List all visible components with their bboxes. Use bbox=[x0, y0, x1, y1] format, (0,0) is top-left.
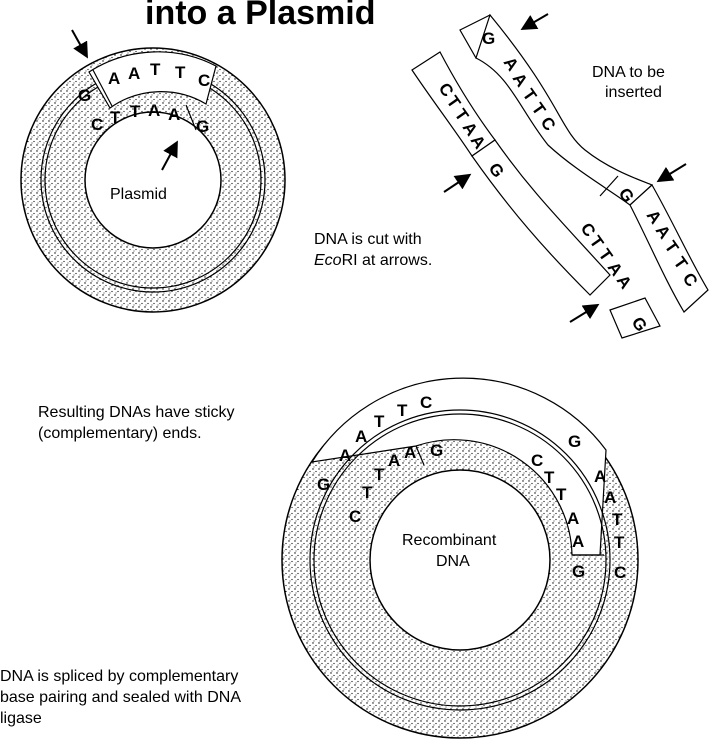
base-recomb-outer-a2: A bbox=[604, 488, 616, 507]
plasmid-label: Plasmid bbox=[110, 186, 167, 203]
insert-dna: G A A T T C G C T T A A G A A T T C C T … bbox=[412, 14, 708, 338]
base-recomb-right-a2: A bbox=[572, 532, 584, 551]
base-recomb-right-t2: T bbox=[556, 485, 567, 504]
cut-caption-line2: EcoRI at arrows. bbox=[314, 252, 432, 269]
base-plasmid-inner-t2: T bbox=[130, 102, 141, 121]
sticky-caption-line1: Resulting DNAs have sticky bbox=[38, 404, 235, 421]
base-recomb-outer-g: G bbox=[568, 432, 581, 451]
base-recomb-right-c: C bbox=[531, 451, 543, 470]
base-plasmid-inner-c: C bbox=[91, 115, 103, 134]
base-plasmid-t2: T bbox=[175, 63, 186, 82]
base-plasmid-c: C bbox=[198, 71, 210, 90]
base-recomb-top-a2: A bbox=[355, 427, 367, 446]
base-recomb-outer-a1: A bbox=[594, 467, 606, 486]
cut-arrow-icon bbox=[524, 14, 548, 28]
insert-label-line1: DNA to be bbox=[592, 64, 665, 81]
splice-caption-line3: ligase bbox=[0, 710, 42, 727]
cut-caption-enzyme-rest: RI at arrows. bbox=[342, 252, 433, 269]
recombinant-label-line2: DNA bbox=[436, 553, 470, 570]
base-plasmid-a1: A bbox=[108, 69, 120, 88]
base-recomb-right-t1: T bbox=[544, 468, 555, 487]
cut-arrow-icon bbox=[660, 164, 686, 180]
base-recomb-outer-c: C bbox=[614, 563, 626, 582]
base-plasmid-inner-a1: A bbox=[148, 101, 160, 120]
base-recomb-inner-a1: A bbox=[388, 451, 400, 470]
splice-caption-line1: DNA is spliced by complementary bbox=[0, 668, 238, 685]
sticky-caption-line2: (complementary) ends. bbox=[38, 425, 202, 442]
cut-caption-line1: DNA is cut with bbox=[314, 231, 422, 248]
base-recomb-left-g: G bbox=[317, 475, 330, 494]
base-recomb-right-g: G bbox=[572, 562, 585, 581]
base-recomb-right-a1: A bbox=[567, 509, 579, 528]
cut-caption-enzyme-prefix: Eco bbox=[314, 252, 342, 269]
base-recomb-outer-t1: T bbox=[612, 510, 623, 529]
base-plasmid-inner-a2: A bbox=[168, 105, 180, 124]
base-plasmid-g-outer: G bbox=[78, 86, 91, 105]
cut-arrow-icon bbox=[570, 306, 596, 322]
base-recomb-inner-a2: A bbox=[404, 443, 416, 462]
base-recomb-outer-t2: T bbox=[614, 533, 625, 552]
base-recomb-top-a1: A bbox=[339, 446, 351, 465]
base-recomb-top-c: C bbox=[420, 393, 432, 412]
plasmid: Plasmid G A A T T C C T T A A G bbox=[21, 30, 285, 312]
base-recomb-inner-t1: T bbox=[362, 483, 373, 502]
base-plasmid-a2: A bbox=[128, 64, 140, 83]
base-insert-g-top: G bbox=[482, 29, 495, 48]
cut-arrow-icon bbox=[444, 176, 468, 192]
cut-arrow-icon bbox=[72, 30, 86, 55]
base-plasmid-inner-g: G bbox=[196, 117, 209, 136]
base-recomb-top-t1: T bbox=[374, 412, 385, 431]
base-recomb-left-c: C bbox=[349, 507, 361, 526]
recombinant-dna: Recombinant DNA A A T T C G C T T A A G … bbox=[282, 378, 638, 738]
recombinant-label-line1: Recombinant bbox=[402, 532, 497, 549]
base-plasmid-t1: T bbox=[150, 60, 161, 79]
diagram-title: into a Plasmid bbox=[145, 0, 376, 32]
splice-caption-line2: base pairing and sealed with DNA bbox=[0, 689, 241, 706]
insert-label-line2: inserted bbox=[605, 84, 662, 101]
base-recomb-inner-t2: T bbox=[374, 465, 385, 484]
base-recomb-inner-g: G bbox=[430, 441, 443, 460]
base-recomb-top-t2: T bbox=[397, 401, 408, 420]
base-plasmid-inner-t1: T bbox=[110, 108, 121, 127]
